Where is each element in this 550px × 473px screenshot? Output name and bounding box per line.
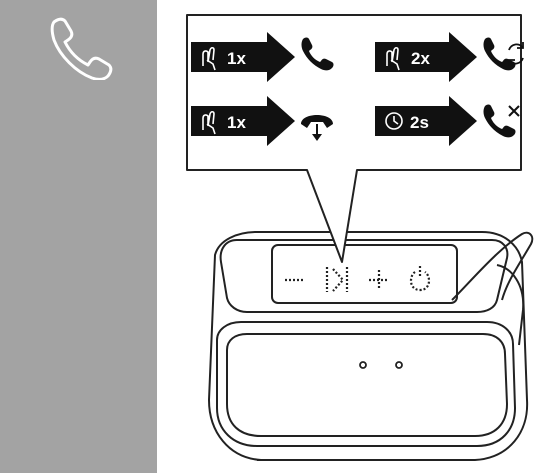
gesture-tap-once-answer: 1x	[191, 32, 334, 82]
speaker-front-face	[216, 321, 516, 447]
gesture-arrow	[191, 96, 295, 146]
gesture-arrow	[375, 96, 477, 146]
sidebar-panel	[0, 0, 157, 473]
redial-arrows-icon	[508, 42, 524, 66]
gesture-arrow	[191, 32, 295, 82]
gesture-label: 2s	[410, 113, 429, 132]
reject-x-icon	[508, 105, 520, 117]
speaker-strap	[451, 231, 534, 301]
gesture-label: 1x	[227, 113, 246, 132]
phone-icon	[50, 17, 113, 80]
mic-hole-left	[359, 361, 367, 369]
speaker-front-inner	[226, 333, 508, 437]
speaker-outer-shell	[208, 231, 529, 461]
volume-up-icon	[369, 270, 389, 290]
illustration-svg: 1x 2x 1x	[186, 14, 534, 461]
hand-tap-icon	[386, 46, 400, 71]
touch-panel	[271, 244, 458, 304]
play-pause-icon	[325, 267, 349, 292]
gesture-label: 2x	[411, 49, 430, 68]
gesture-arrow	[375, 32, 477, 82]
illustration: 1x 2x 1x	[157, 0, 550, 473]
hand-tap-icon	[202, 110, 216, 135]
gesture-tap-twice-redial: 2x	[375, 32, 524, 82]
phone-reject-icon	[483, 104, 516, 138]
mic-hole-right	[395, 361, 403, 369]
hand-tap-icon	[202, 46, 216, 71]
touch-panel-icons	[285, 266, 431, 292]
speaker-side-loop	[496, 264, 525, 346]
speaker-device	[208, 231, 534, 461]
speaker-top-plate	[219, 239, 509, 313]
phone-answer-icon	[301, 37, 334, 71]
phone-redial-icon	[483, 37, 516, 71]
gesture-tap-once-hangup: 1x	[191, 96, 333, 146]
phone-hangup-icon	[301, 115, 333, 141]
gesture-hold-2s-reject: 2s	[375, 96, 520, 146]
clock-icon	[385, 112, 403, 130]
power-icon	[409, 266, 431, 292]
gesture-label: 1x	[227, 49, 246, 68]
